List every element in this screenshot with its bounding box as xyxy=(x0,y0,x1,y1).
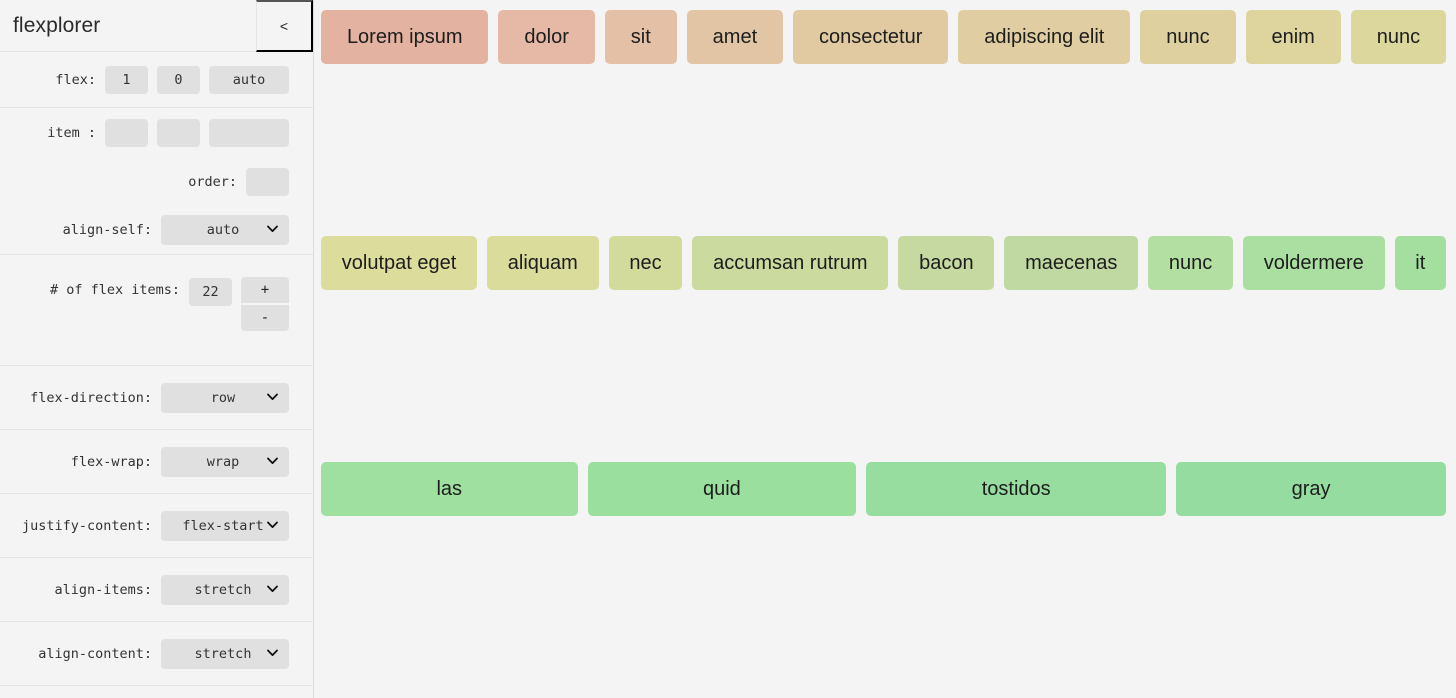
item-basis-input[interactable] xyxy=(209,119,289,147)
flex-item[interactable]: aliquam xyxy=(487,236,599,290)
item-label: item : xyxy=(47,125,96,141)
flex-item[interactable]: nunc xyxy=(1350,10,1447,64)
flex-item-label: nunc xyxy=(1168,251,1213,274)
flex-item[interactable]: nec xyxy=(608,236,683,290)
flex-item-label: maecenas xyxy=(1025,251,1118,274)
flex-grow-input[interactable] xyxy=(105,65,148,94)
chevron-left-icon: < xyxy=(279,17,289,34)
flex-item-label: tostidos xyxy=(981,477,1051,500)
flex-item[interactable]: amet xyxy=(686,10,784,64)
justify-content-select[interactable]: flex-startflex-endcenterspace-betweenspa… xyxy=(161,510,289,541)
flex-item-label: consectetur xyxy=(819,25,923,48)
flex-item-label: accumsan rutrum xyxy=(713,251,868,274)
flex-item-count-stepper: + - xyxy=(241,277,289,331)
justify-content-row: justify-content: flex-startflex-endcente… xyxy=(0,494,313,558)
item-order-row: order: xyxy=(0,158,313,206)
flex-wrap-label: flex-wrap: xyxy=(70,453,152,470)
item-flex-row: item : xyxy=(0,108,313,158)
flex-item[interactable]: enim xyxy=(1245,10,1341,64)
flex-item[interactable]: nunc xyxy=(1148,236,1233,290)
flex-item[interactable]: Lorem ipsum xyxy=(321,10,489,64)
justify-content-label: justify-content: xyxy=(21,517,152,534)
flex-item[interactable]: las xyxy=(321,462,578,516)
flex-item-label: bacon xyxy=(919,251,974,274)
sidebar-collapse-button[interactable]: < xyxy=(256,0,313,52)
flex-item-label: it xyxy=(1415,251,1426,274)
flex-item[interactable]: dolor xyxy=(498,10,595,64)
flex-item[interactable]: volutpat eget xyxy=(321,236,478,290)
flex-item-label: amet xyxy=(712,25,758,48)
flex-item-label: nunc xyxy=(1376,25,1421,48)
align-content-label: align-content: xyxy=(38,645,152,662)
flex-item[interactable]: adipiscing elit xyxy=(958,10,1131,64)
flex-basis-input[interactable] xyxy=(209,65,289,94)
flex-item[interactable]: consectetur xyxy=(793,10,949,64)
flex-container: Lorem ipsum dolor sit amet consectetur adipis… xyxy=(314,0,1456,688)
flex-item-count-group: # of flex items: + - xyxy=(0,255,313,366)
sidebar: flexplorer < flex: item : order: xyxy=(0,0,314,698)
flex-item[interactable]: sit xyxy=(604,10,677,64)
flex-item-count-input[interactable] xyxy=(189,278,232,306)
flex-item-label: sit xyxy=(630,25,651,48)
increment-items-button[interactable]: + xyxy=(241,277,289,303)
flex-item[interactable]: it xyxy=(1394,236,1447,290)
flex-shrink-input[interactable] xyxy=(157,65,200,94)
flex-item-label: adipiscing elit xyxy=(984,25,1105,48)
order-label: order: xyxy=(188,174,237,190)
flex-item-label: dolor xyxy=(524,25,569,48)
flex-direction-select[interactable]: rowrow-reversecolumncolumn-reverse xyxy=(161,382,289,413)
flex-direction-label: flex-direction: xyxy=(30,389,152,406)
flex-item[interactable]: voldermere xyxy=(1242,236,1385,290)
flex-item[interactable]: tostidos xyxy=(866,462,1167,516)
flex-item-count-label: # of flex items: xyxy=(49,282,180,298)
flex-item-label: gray xyxy=(1291,477,1331,500)
decrement-items-button[interactable]: - xyxy=(241,305,289,331)
align-self-select-wrap: autoflex-startflex-endcenterbaselinestre… xyxy=(161,215,289,245)
flex-item-label: volutpat eget xyxy=(341,251,457,274)
flex-item[interactable]: gray xyxy=(1176,462,1446,516)
flex-direction-row: flex-direction: rowrow-reversecolumncolu… xyxy=(0,366,313,430)
app-title: flexplorer xyxy=(13,13,101,37)
flex-item-label: enim xyxy=(1271,25,1315,48)
align-content-select-wrap: flex-startflex-endcenterspace-betweenspa… xyxy=(161,638,289,669)
align-content-row: align-content: flex-startflex-endcenters… xyxy=(0,622,313,686)
align-items-select-wrap: flex-startflex-endcenterbaselinestretch xyxy=(161,574,289,605)
flex-wrap-select[interactable]: nowrapwrapwrap-reverse xyxy=(161,446,289,477)
flex-direction-select-wrap: rowrow-reversecolumncolumn-reverse xyxy=(161,382,289,413)
item-align-self-row: align-self: autoflex-startflex-endcenter… xyxy=(0,206,313,254)
item-shrink-input[interactable] xyxy=(157,119,200,147)
align-self-label: align-self: xyxy=(62,222,152,238)
flex-item-label: las xyxy=(436,477,463,500)
flex-item[interactable]: nunc xyxy=(1140,10,1236,64)
order-input[interactable] xyxy=(246,168,289,196)
align-self-select[interactable]: autoflex-startflex-endcenterbaselinestre… xyxy=(161,215,289,245)
flex-label: flex: xyxy=(55,71,96,88)
flex-item-label: nec xyxy=(629,251,662,274)
flex-item[interactable]: quid xyxy=(587,462,857,516)
flex-item[interactable]: accumsan rutrum xyxy=(692,236,889,290)
justify-content-select-wrap: flex-startflex-endcenterspace-betweenspa… xyxy=(161,510,289,541)
align-content-select[interactable]: flex-startflex-endcenterspace-betweenspa… xyxy=(161,638,289,669)
align-items-select[interactable]: flex-startflex-endcenterbaselinestretch xyxy=(161,574,289,605)
flex-item[interactable]: maecenas xyxy=(1004,236,1139,290)
align-items-label: align-items: xyxy=(54,581,152,598)
flex-item[interactable]: bacon xyxy=(898,236,995,290)
flex-item-count-row: # of flex items: + - xyxy=(0,255,313,365)
flex-wrap-row: flex-wrap: nowrapwrapwrap-reverse xyxy=(0,430,313,494)
flex-item-label: aliquam xyxy=(507,251,578,274)
flex-item-label: Lorem ipsum xyxy=(346,25,463,48)
sidebar-header: flexplorer < xyxy=(0,0,313,52)
flex-item-label: nunc xyxy=(1166,25,1210,48)
flex-item-label: quid xyxy=(702,477,741,500)
flex-wrap-select-wrap: nowrapwrapwrap-reverse xyxy=(161,446,289,477)
flex-shorthand-group: flex: xyxy=(0,52,313,108)
item-grow-input[interactable] xyxy=(105,119,148,147)
flex-shorthand-row: flex: xyxy=(0,52,313,107)
item-properties-group: item : order: align-self: autoflex-start… xyxy=(0,108,313,255)
main-canvas: Lorem ipsum dolor sit amet consectetur adipis… xyxy=(314,0,1456,698)
flex-item-label: voldermere xyxy=(1263,251,1364,274)
align-items-row: align-items: flex-startflex-endcenterbas… xyxy=(0,558,313,622)
